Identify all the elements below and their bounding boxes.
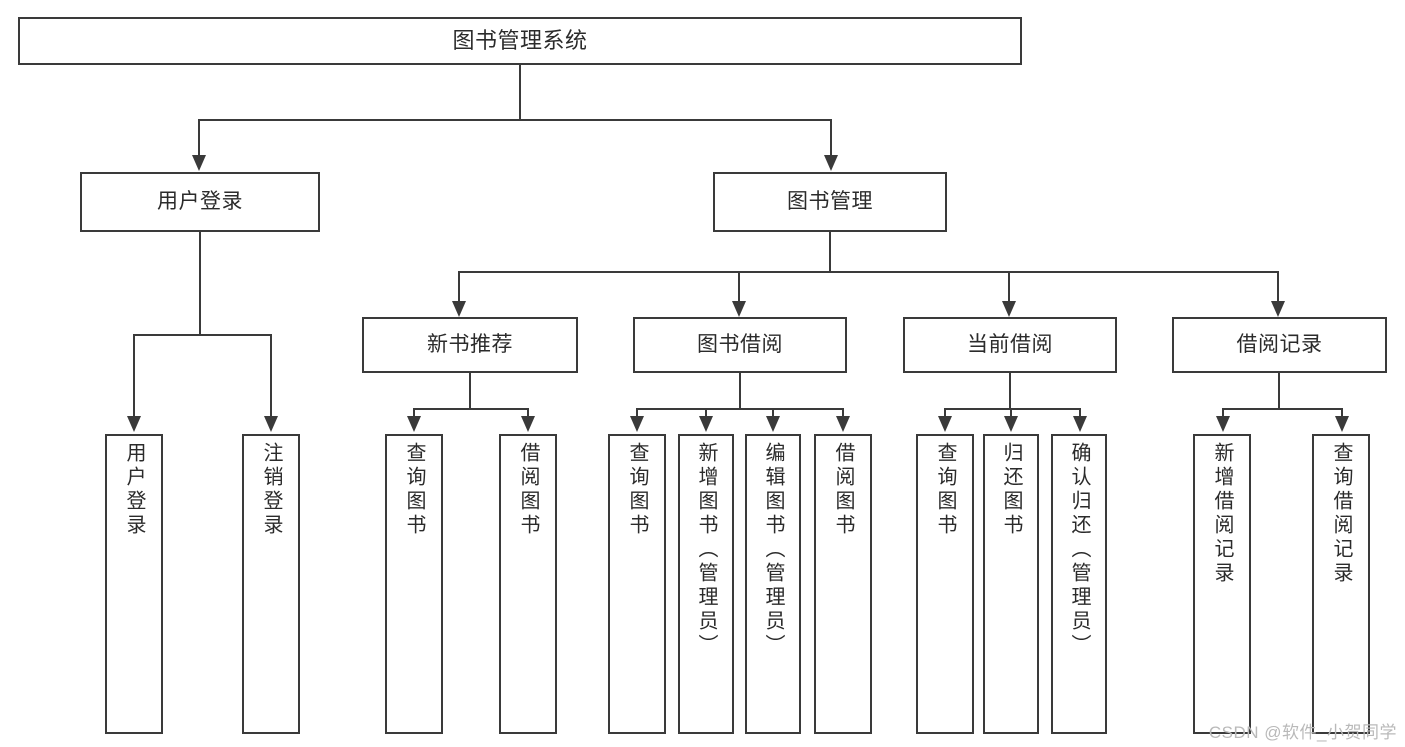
leaf-edit-book-admin: 编辑图书（管理员） [745, 434, 801, 734]
connector-level2-bar [198, 119, 832, 121]
node-label: 借阅记录 [1236, 333, 1323, 357]
connector-borrow-record-drop-2 [1341, 408, 1343, 418]
node-book-borrow: 图书借阅 [633, 317, 847, 373]
connector-new-book-stem [469, 373, 471, 408]
node-borrow-record: 借阅记录 [1172, 317, 1387, 373]
node-root-system: 图书管理系统 [18, 17, 1022, 65]
node-label: 借阅图书 [832, 442, 854, 538]
connector-current-borrow-drop-2 [1010, 408, 1012, 418]
leaf-add-borrow-record: 新增借阅记录 [1193, 434, 1251, 734]
arrow-to-leaf-logout [264, 416, 278, 432]
node-book-management: 图书管理 [713, 172, 947, 232]
node-label: 新增借阅记录 [1211, 442, 1233, 586]
arrow-to-borrow-record [1271, 301, 1285, 317]
arrow-to-leaf-return-book [1004, 416, 1018, 432]
connector-book-borrow-drop-1 [636, 408, 638, 418]
connector-level3-drop-2 [738, 271, 740, 303]
leaf-query-book-borrow: 查询图书 [608, 434, 666, 734]
node-label: 新增图书（管理员） [695, 442, 717, 658]
node-label: 图书管理 [787, 190, 873, 214]
leaf-confirm-return-admin: 确认归还（管理员） [1051, 434, 1107, 734]
arrow-to-leaf-borrow-book-2 [836, 416, 850, 432]
connector-borrow-record-bar [1222, 408, 1342, 410]
leaf-query-borrow-record: 查询借阅记录 [1312, 434, 1370, 734]
node-label: 注销登录 [260, 442, 282, 538]
node-new-book-recommend: 新书推荐 [362, 317, 578, 373]
node-label: 编辑图书（管理员） [762, 442, 784, 658]
connector-current-borrow-bar [944, 408, 1081, 410]
node-label: 归还图书 [1000, 442, 1022, 538]
arrow-to-book-manage [824, 155, 838, 171]
arrow-to-current-borrow [1002, 301, 1016, 317]
arrow-to-leaf-add-record [1216, 416, 1230, 432]
connector-user-login-drop-1 [133, 334, 135, 418]
arrow-to-book-borrow [732, 301, 746, 317]
connector-level3-drop-4 [1277, 271, 1279, 303]
connector-user-login-stem [199, 232, 201, 334]
node-label: 查询图书 [934, 442, 956, 538]
connector-book-borrow-drop-4 [842, 408, 844, 418]
connector-level3-drop-3 [1008, 271, 1010, 303]
node-label: 新书推荐 [427, 333, 513, 357]
leaf-borrow-book: 借阅图书 [814, 434, 872, 734]
connector-borrow-record-drop-1 [1222, 408, 1224, 418]
connector-new-book-drop-2 [527, 408, 529, 418]
connector-user-login-drop-2 [270, 334, 272, 418]
arrow-to-leaf-query-book-2 [630, 416, 644, 432]
node-label: 查询图书 [403, 442, 425, 538]
arrow-to-new-book-recommend [452, 301, 466, 317]
connector-level3-bar [458, 271, 1277, 273]
connector-level2-drop-left [198, 119, 200, 157]
node-user-login: 用户登录 [80, 172, 320, 232]
leaf-borrow-book-recommend: 借阅图书 [499, 434, 557, 734]
node-label: 查询借阅记录 [1330, 442, 1352, 586]
connector-level2-drop-right [830, 119, 832, 157]
arrow-to-leaf-query-book-1 [407, 416, 421, 432]
connector-current-borrow-drop-3 [1079, 408, 1081, 418]
arrow-to-leaf-add-book [699, 416, 713, 432]
node-label: 借阅图书 [517, 442, 539, 538]
node-label: 图书借阅 [697, 333, 783, 357]
connector-current-borrow-stem [1009, 373, 1011, 408]
leaf-return-book: 归还图书 [983, 434, 1039, 734]
leaf-query-book-current: 查询图书 [916, 434, 974, 734]
node-label: 当前借阅 [967, 333, 1053, 357]
connector-level3-drop-1 [458, 271, 460, 303]
connector-book-management-stem [829, 232, 831, 271]
arrow-to-leaf-edit-book [766, 416, 780, 432]
leaf-add-book-admin: 新增图书（管理员） [678, 434, 734, 734]
connector-borrow-record-stem [1278, 373, 1280, 408]
node-label: 图书管理系统 [452, 27, 588, 53]
connector-current-borrow-drop-1 [944, 408, 946, 418]
arrow-to-leaf-user-login [127, 416, 141, 432]
connector-new-book-drop-1 [413, 408, 415, 418]
arrow-to-user-login [192, 155, 206, 171]
node-label: 确认归还（管理员） [1068, 442, 1090, 658]
connector-root-stem [519, 65, 521, 119]
arrow-to-leaf-borrow-book-1 [521, 416, 535, 432]
leaf-logout: 注销登录 [242, 434, 300, 734]
arrow-to-leaf-query-book-3 [938, 416, 952, 432]
leaf-query-book-recommend: 查询图书 [385, 434, 443, 734]
node-label: 用户登录 [123, 442, 145, 538]
connector-book-borrow-stem [739, 373, 741, 408]
leaf-user-login: 用户登录 [105, 434, 163, 734]
node-current-borrow: 当前借阅 [903, 317, 1117, 373]
connector-book-borrow-drop-3 [772, 408, 774, 418]
node-label: 用户登录 [157, 190, 243, 214]
node-label: 查询图书 [626, 442, 648, 538]
connector-new-book-bar [413, 408, 529, 410]
arrow-to-leaf-query-record [1335, 416, 1349, 432]
connector-book-borrow-drop-2 [705, 408, 707, 418]
connector-book-borrow-bar [636, 408, 844, 410]
connector-user-login-bar [133, 334, 272, 336]
arrow-to-leaf-confirm-return [1073, 416, 1087, 432]
